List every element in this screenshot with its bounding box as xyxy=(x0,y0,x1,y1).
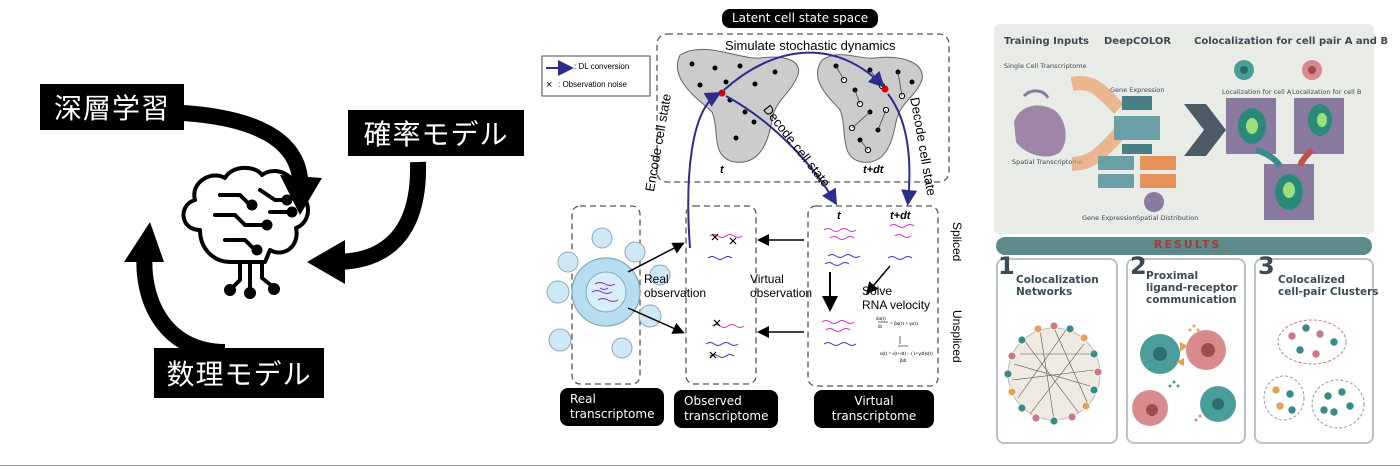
loc-a-label: Localization for cell A xyxy=(1222,88,1292,96)
card1-title: Colocalization Networks xyxy=(1016,274,1099,298)
velocity-diagram: × xyxy=(541,33,950,387)
simulate-label: Simulate stochastic dynamics xyxy=(725,38,896,53)
gene-expression-label: Gene Expression xyxy=(1110,86,1165,94)
svg-text:dt: dt xyxy=(878,325,883,330)
card3-title: Colocalized cell-pair Clusters xyxy=(1278,274,1379,298)
middle-panel: × xyxy=(540,0,980,469)
results-bar xyxy=(996,237,1372,255)
virtual-observation-label: Virtual observation xyxy=(750,272,813,300)
real-transcriptome-label: Real transcriptome xyxy=(560,388,665,426)
card3-number: 3 xyxy=(1258,252,1275,280)
tdt-label: t+dt xyxy=(863,164,884,176)
latent-space-box xyxy=(656,33,950,183)
latent-space-label: Latent cell state space xyxy=(722,9,879,28)
single-cell-label: Single Cell Transcriptome xyxy=(1004,62,1087,70)
right-panel: Training Inputs DeepCOLOR Colocalization… xyxy=(994,24,1388,444)
observed-transcriptome-label: Observed transcriptome xyxy=(674,390,779,428)
brain-icon xyxy=(181,165,310,299)
gene-expression-label-2: Gene Expression xyxy=(1082,214,1137,222)
real-observation-label: Real observation xyxy=(644,272,707,300)
colocalization-title: Colocalization for cell pair A and B xyxy=(1194,36,1389,47)
virtual-transcriptome-box xyxy=(807,205,939,387)
training-inputs-title: Training Inputs xyxy=(1004,36,1089,47)
left-panel: 深層学習 確率モデル 数理モデル xyxy=(0,0,540,469)
svg-text:u(t) = s(t+dt) − (1+γdt)s(t): u(t) = s(t+dt) − (1+γdt)s(t) xyxy=(880,352,933,357)
virtual-transcriptome-label: Virtual transcriptome xyxy=(814,390,934,428)
spliced-label: Spliced xyxy=(950,222,964,262)
results-label: RESULTS xyxy=(1154,238,1222,251)
unspliced-label: Unspliced xyxy=(950,310,964,363)
t-label: t xyxy=(720,164,724,176)
svg-text:= βu(t) + γs(t): = βu(t) + γs(t) xyxy=(890,322,918,327)
tdt-label-2: t+dt xyxy=(890,210,911,222)
card1-number: 1 xyxy=(998,252,1015,280)
label-deep-learning: 深層学習 xyxy=(40,84,184,130)
card2-number: 2 xyxy=(1130,252,1147,280)
spatial-distribution-label: Spatial Distribution xyxy=(1136,214,1199,222)
solve-velocity-label: Solve RNA velocity xyxy=(862,284,931,312)
svg-text:×: × xyxy=(546,79,552,91)
legend-box xyxy=(541,55,651,97)
cell-state-blob-t xyxy=(677,48,800,163)
legend-noise-label: : Observation noise xyxy=(558,80,627,89)
card2-title: Proximal ligand-receptor communication xyxy=(1146,270,1238,306)
loc-b-label: Localization for cell B xyxy=(1292,88,1362,96)
deepcolor-title: DeepCOLOR xyxy=(1104,36,1172,47)
deepcolor-graphic xyxy=(1014,60,1344,220)
cycle-arrows xyxy=(124,104,427,360)
svg-text:du(t): du(t) xyxy=(876,317,886,322)
label-probabilistic-model: 確率モデル xyxy=(348,110,524,156)
t-label-2: t xyxy=(837,210,841,222)
svg-text:βdt: βdt xyxy=(900,359,907,364)
label-mathematical-model: 数理モデル xyxy=(154,348,324,398)
legend-dl-label: : DL conversion xyxy=(574,62,630,71)
spatial-tx-label: Spatial Transcriptome xyxy=(1012,158,1083,166)
bottom-divider xyxy=(0,465,1400,466)
results-graphics xyxy=(1003,319,1365,429)
